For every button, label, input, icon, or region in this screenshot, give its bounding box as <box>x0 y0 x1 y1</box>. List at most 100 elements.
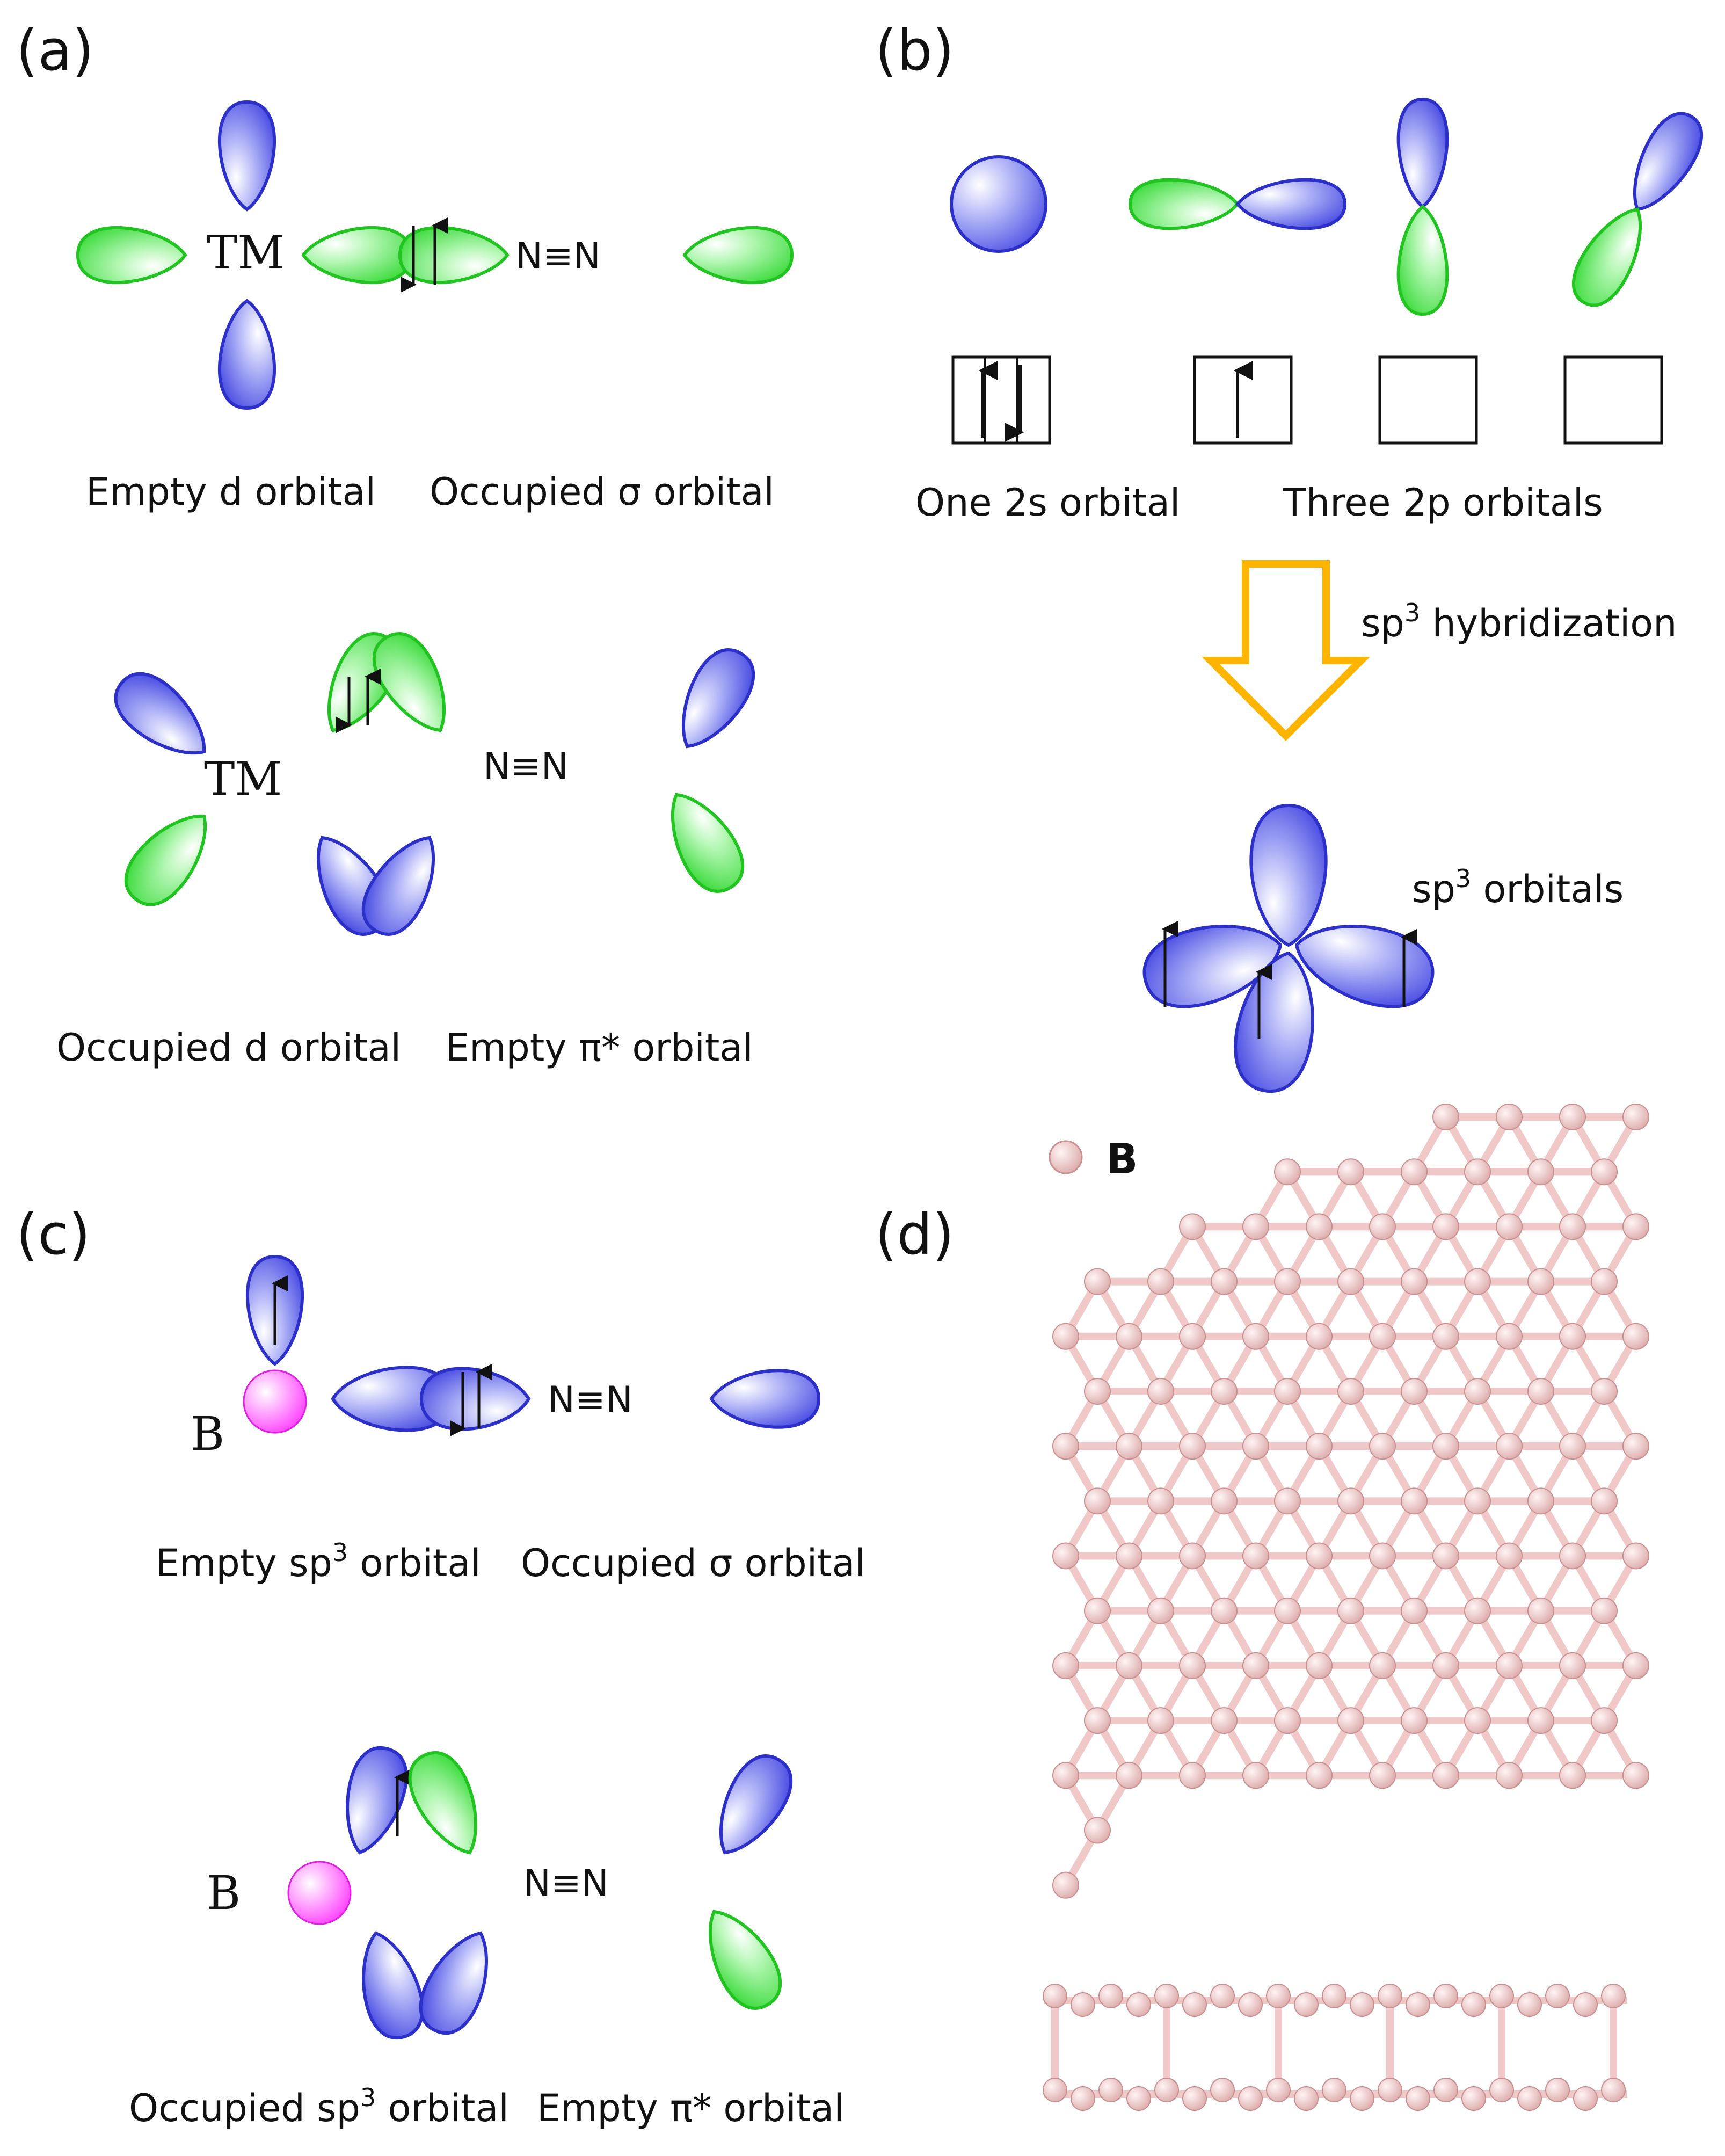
boron-atom <box>1242 1542 1269 1570</box>
boron-atom <box>1084 1487 1111 1515</box>
boron-atom <box>1179 1762 1206 1789</box>
hybridization-arrow <box>1202 560 1370 741</box>
boron-atom <box>1464 1377 1491 1405</box>
boron-atom <box>1406 2086 1430 2111</box>
n2-triple-bond-c-top: N≡N <box>548 1379 633 1421</box>
sp3-lobe-boron-lower <box>362 1931 424 2039</box>
boron-atom <box>1322 2078 1346 2102</box>
sp3-lobe-right <box>1294 925 1435 1008</box>
boron-atom <box>1147 1707 1174 1734</box>
boron-atom <box>1211 1707 1238 1734</box>
d-lobe-down <box>217 299 276 410</box>
boron-atom <box>1369 1323 1396 1350</box>
boron-atom <box>1622 1652 1649 1679</box>
boron-atom <box>1306 1762 1333 1789</box>
boron-atom <box>1147 1268 1174 1295</box>
boron-atom <box>1043 1984 1067 2008</box>
boron-atom <box>1496 1542 1523 1570</box>
n2-pi-lobe-upper <box>682 648 755 749</box>
boron-atom <box>1489 1984 1514 2008</box>
boron-atom <box>1098 1984 1123 2008</box>
boron-atom <box>1071 2086 1095 2111</box>
boron-atom <box>1242 1323 1269 1350</box>
boron-atom <box>1116 1652 1142 1679</box>
boron-atom <box>1084 1597 1111 1624</box>
pi-star-lobe-upper <box>408 1751 477 1855</box>
boron-atom <box>1179 1542 1206 1570</box>
caption-empty-sp3-orbital: Empty sp3 orbital <box>156 1538 481 1585</box>
panel-b: (b) <box>875 18 1704 1093</box>
boron-atom <box>1294 2086 1319 2111</box>
boron-atom <box>1274 1377 1301 1405</box>
orbital-box-2s <box>951 355 1051 445</box>
caption-empty-pi-star-orbital-c: Empty π* orbital <box>537 2086 845 2130</box>
boron-atom <box>1401 1707 1428 1734</box>
orbital-box-2p-1 <box>1193 355 1293 445</box>
caption-occupied-sp3-orbital: Occupied sp3 orbital <box>129 2083 509 2130</box>
boron-atom <box>1126 2086 1151 2111</box>
boron-atom <box>1622 1323 1649 1350</box>
boron-atom <box>1052 1323 1079 1350</box>
boron-atom <box>1084 1268 1111 1295</box>
n2-sigma-lobe <box>398 226 510 285</box>
boron-atom <box>1322 1984 1346 2008</box>
d-lobe-left <box>76 226 187 285</box>
caption-empty-d-orbital: Empty d orbital <box>86 470 376 514</box>
n2-back-lobe <box>709 1369 821 1429</box>
boron-atom <box>1401 1487 1428 1515</box>
boron-atom <box>1545 2078 1570 2102</box>
panel-d: (d) B <box>875 1104 1649 2111</box>
boron-atom <box>1527 1377 1554 1405</box>
boron-atom <box>1433 2078 1458 2102</box>
boron-atom <box>1496 1652 1523 1679</box>
boron-atom <box>1622 1213 1649 1240</box>
boron-atom <box>1496 1762 1523 1789</box>
boron-atom <box>1432 1762 1459 1789</box>
boron-atom <box>1401 1377 1428 1405</box>
boron-atom <box>1369 1762 1396 1789</box>
boron-atom <box>1591 1158 1618 1186</box>
d-lobe-up <box>217 100 276 212</box>
boron-atom <box>1378 1984 1402 2008</box>
n2-triple-bond-bottom: N≡N <box>483 745 569 788</box>
boron-atom <box>1242 1652 1269 1679</box>
borophene-top-view <box>1052 1104 1649 1899</box>
boron-atom <box>1559 1652 1586 1679</box>
boron-atom <box>1464 1597 1491 1624</box>
boron-atom <box>1210 2078 1235 2102</box>
p-orbital-z-lobe-blue <box>1633 112 1704 212</box>
boron-atom <box>1432 1104 1459 1130</box>
boron-atom <box>1052 1433 1079 1460</box>
n2-back-lobe <box>682 226 794 285</box>
boron-atom <box>1210 1984 1235 2008</box>
caption-occupied-sigma-orbital: Occupied σ orbital <box>430 470 774 514</box>
boron-label-bottom: B <box>207 1867 241 1920</box>
boron-atom <box>1545 1984 1570 2008</box>
boron-atom <box>1461 1992 1486 2017</box>
boron-atom <box>1052 1871 1079 1899</box>
n2-triple-bond-c-bottom: N≡N <box>523 1862 609 1905</box>
boron-atom <box>1461 2086 1486 2111</box>
boron-atom <box>1242 1762 1269 1789</box>
boron-atom <box>1084 1817 1111 1844</box>
boron-atom <box>1464 1487 1491 1515</box>
boron-atom <box>1116 1323 1142 1350</box>
boron-atom <box>1337 1268 1364 1295</box>
p-orbital-y-lobe-blue <box>1396 97 1449 209</box>
boron-atom <box>1464 1268 1491 1295</box>
pi-star-lobe-lower <box>361 836 435 936</box>
orbital-box-2p-3 <box>1563 355 1663 445</box>
boron-atom <box>1179 1323 1206 1350</box>
boron-atom <box>1496 1323 1523 1350</box>
boron-atom <box>1559 1213 1586 1240</box>
boron-atom <box>1369 1652 1396 1679</box>
pi-star-lobe-lower <box>419 1931 488 2035</box>
boron-legend-label: B <box>1106 1135 1138 1184</box>
tm-label-bottom: TM <box>204 752 282 806</box>
sp3-lobe-down <box>1234 951 1314 1093</box>
boron-atom <box>1527 1597 1554 1624</box>
boron-atom <box>1573 2086 1598 2111</box>
boron-atom <box>1043 2078 1067 2102</box>
boron-atom <box>1559 1104 1586 1130</box>
sp3-lobe-boron-upper <box>346 1746 408 1855</box>
